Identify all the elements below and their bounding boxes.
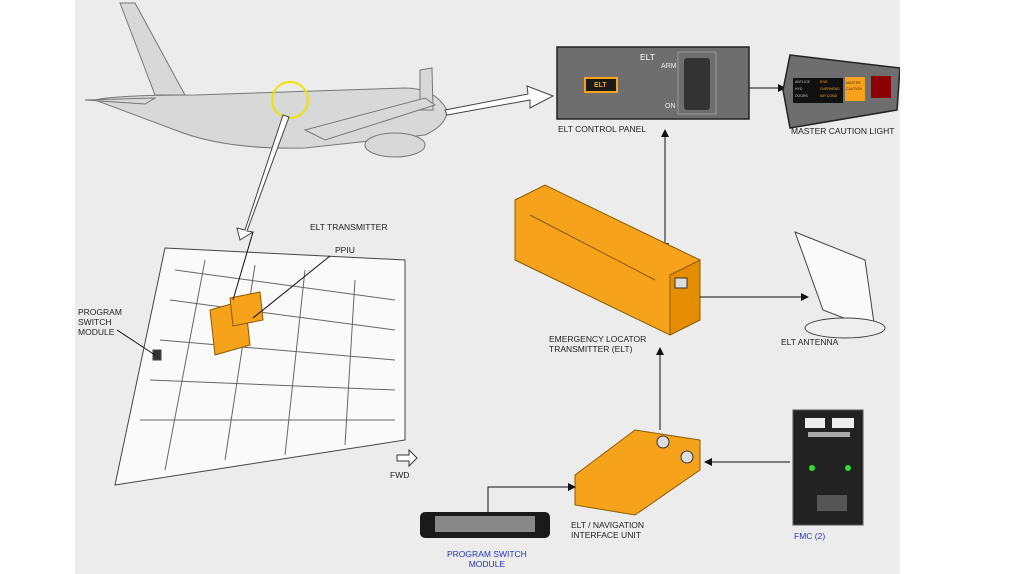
fwd-arrow-icon — [396, 448, 418, 468]
callout-arrow-to-panel — [444, 85, 555, 116]
panel-title: ELT — [640, 52, 655, 62]
elt-nav-interface-label: ELT / NAVIGATION INTERFACE UNIT — [571, 520, 645, 540]
ppiu-label: PPIU — [335, 245, 355, 255]
fmc-link[interactable]: FMC (2) — [794, 531, 826, 541]
cabin-cutaway-illustration — [114, 247, 406, 486]
elt-unit-illustration — [514, 184, 701, 336]
fwd-label: FWD — [390, 470, 410, 480]
diagram-graphics — [84, 2, 900, 538]
annunciator-left: ANTI-ICE HYD DOORS — [795, 80, 810, 98]
elt-system-diagram: ELT ELT ARM ON ELT CONTROL PANEL ANTI-IC… — [75, 0, 900, 574]
program-switch-module-left-label: PROGRAM SWITCH MODULE — [78, 307, 122, 337]
callout-arrow-to-cabin — [236, 114, 290, 241]
master-caution-light-label: MASTER CAUTION LIGHT — [791, 126, 895, 136]
elt-label: EMERGENCY LOCATOR TRANSMITTER (ELT) — [549, 334, 647, 354]
elt-control-panel — [556, 46, 750, 120]
master-caution-button[interactable]: MASTER CAUTION — [846, 81, 862, 91]
elt-button[interactable]: ELT — [594, 82, 607, 89]
elt-nav-interface-unit-illustration — [574, 429, 701, 516]
elt-control-panel-label: ELT CONTROL PANEL — [558, 124, 647, 134]
switch-arm-label: ARM — [661, 63, 677, 70]
program-switch-module-link[interactable]: PROGRAM SWITCH MODULE — [447, 549, 527, 569]
switch-on-label: ON — [665, 103, 676, 110]
annunciator-mid: ENG OVERHEAD AIR COND — [820, 80, 840, 98]
master-caution-light-panel — [782, 54, 900, 129]
program-switch-module-illustration — [420, 512, 550, 538]
fmc-illustration — [792, 409, 864, 526]
elt-antenna-illustration — [794, 231, 886, 339]
aircraft-illustration — [84, 2, 448, 158]
elt-antenna-label: ELT ANTENNA — [781, 337, 839, 347]
elt-transmitter-label: ELT TRANSMITTER — [310, 222, 388, 232]
